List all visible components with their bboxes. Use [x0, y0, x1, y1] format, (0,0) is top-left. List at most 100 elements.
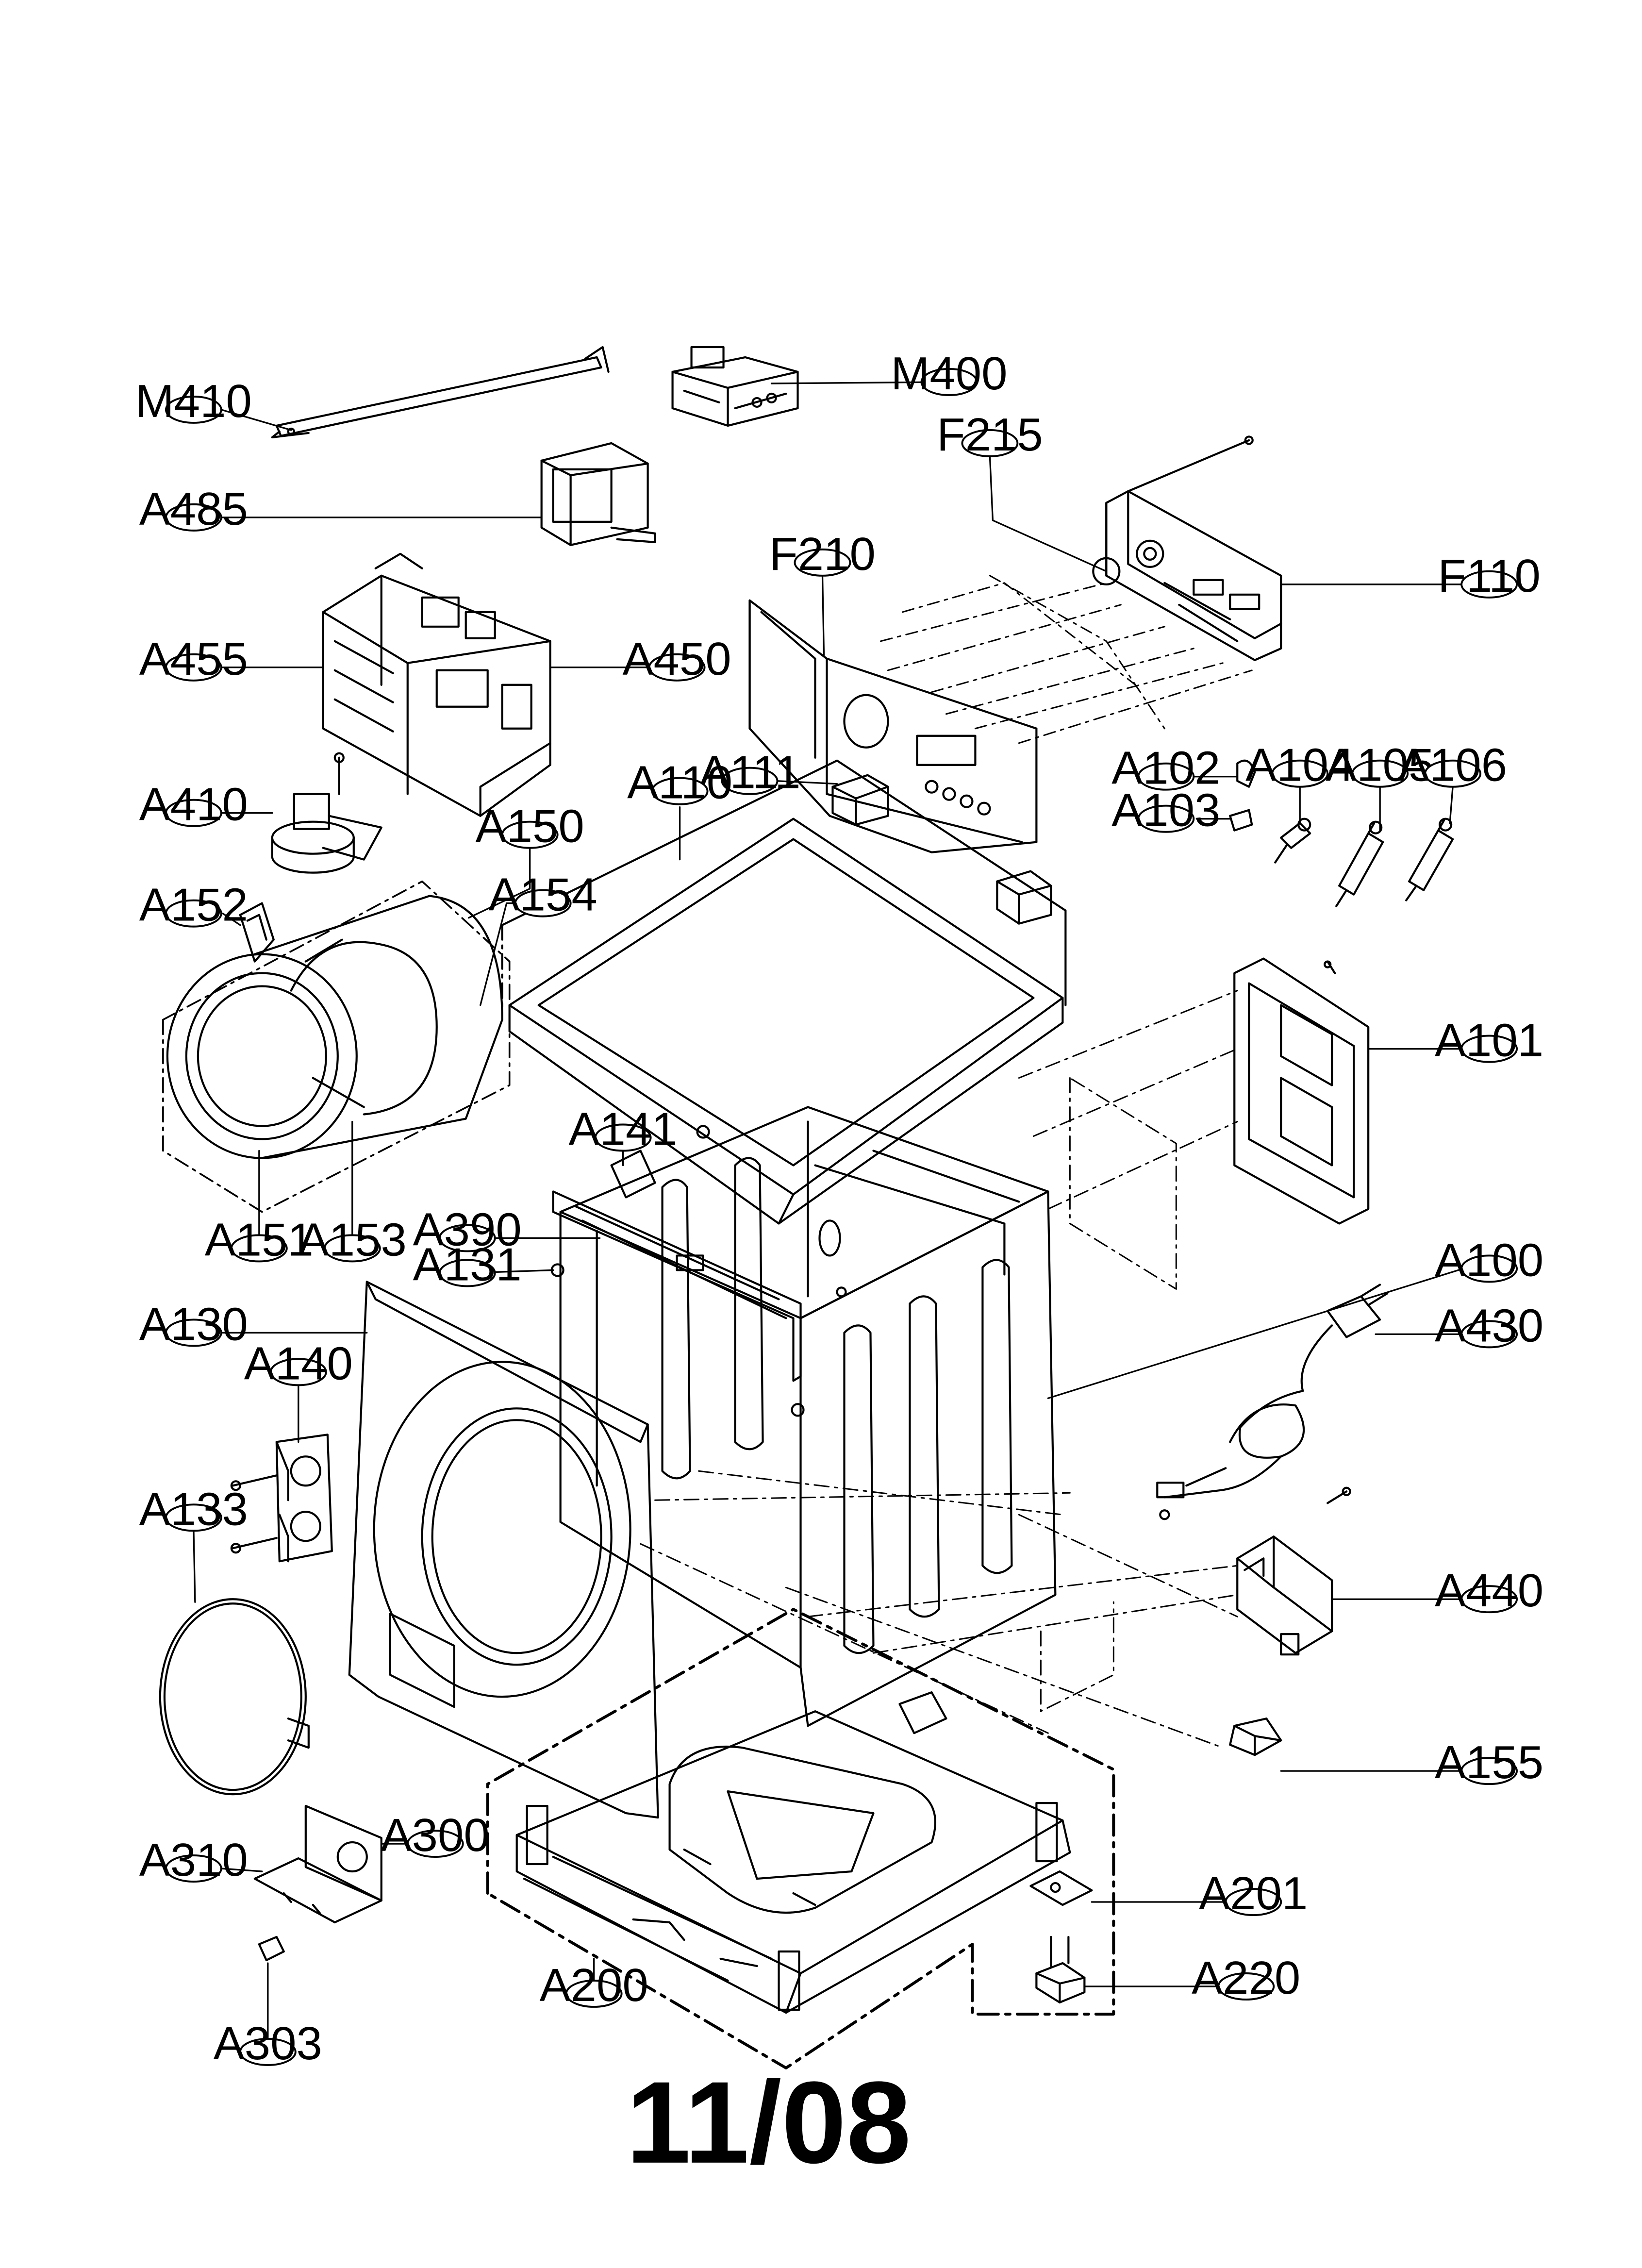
svg-text:A131: A131: [413, 1238, 522, 1290]
svg-text:A201: A201: [1199, 1868, 1308, 1919]
svg-text:A103: A103: [1111, 784, 1220, 836]
svg-text:A150: A150: [476, 800, 584, 852]
label-a303: A303: [214, 2018, 322, 2069]
svg-text:A154: A154: [489, 869, 597, 921]
svg-text:M410: M410: [135, 375, 252, 427]
label-a100: A100: [1435, 1234, 1543, 1286]
part-a140-door-hinge: [230, 1434, 333, 1563]
part-a100-cabinet: [559, 1106, 1057, 1727]
svg-text:A200: A200: [540, 1959, 648, 2011]
label-a153: A153: [298, 1214, 407, 1266]
label-a200: A200: [540, 1959, 648, 2011]
part-labels: M410 M400 A485 F215 F210 F110 A455 A450 …: [135, 348, 1543, 2069]
part-a390-front-bracket: [552, 1190, 802, 1382]
page-number: 11/08: [626, 2057, 911, 2187]
label-f210: F210: [769, 528, 876, 580]
label-a105: A105: [1326, 739, 1434, 791]
part-a105-damper: [1335, 820, 1384, 907]
part-a110-top-plate: [501, 759, 1067, 1225]
part-a102-a103-clips: [1229, 759, 1256, 832]
label-f215: F215: [937, 409, 1043, 461]
projection-lines-control: [879, 575, 1253, 744]
label-f110: F110: [1438, 550, 1541, 602]
part-a303-cap: [258, 1935, 285, 1962]
label-m400: M400: [891, 348, 1007, 400]
svg-text:F110: F110: [1438, 550, 1541, 602]
part-a104-damper: [1274, 817, 1311, 864]
svg-text:A300: A300: [381, 1809, 490, 1861]
svg-text:A100: A100: [1435, 1234, 1543, 1286]
label-a455: A455: [139, 633, 248, 685]
part-f210-control-panel: [748, 599, 1038, 853]
part-a111-hinge: [831, 774, 1052, 925]
part-f110-control-board: [1092, 435, 1282, 661]
svg-text:A155: A155: [1435, 1736, 1543, 1788]
svg-text:A130: A130: [139, 1298, 248, 1350]
label-a154: A154: [489, 869, 597, 921]
part-a152-latch: [239, 902, 275, 963]
svg-text:A310: A310: [139, 1834, 248, 1886]
projection-lines-rear: [1018, 990, 1238, 1290]
svg-text:A102: A102: [1111, 742, 1220, 794]
svg-text:A104: A104: [1245, 739, 1354, 791]
label-a131: A131: [413, 1238, 522, 1290]
svg-text:A455: A455: [139, 633, 248, 685]
label-a220: A220: [1192, 1952, 1300, 2004]
label-m410: M410: [135, 375, 252, 427]
part-a450-a455-pcb: [322, 552, 551, 817]
svg-text:A110: A110: [627, 757, 732, 809]
part-a106-damper: [1405, 817, 1454, 901]
svg-text:F210: F210: [769, 528, 876, 580]
part-a155-foot: [1229, 1718, 1282, 1756]
leader-lines: [193, 381, 1464, 2040]
label-a101: A101: [1435, 1015, 1543, 1067]
svg-text:A101: A101: [1435, 1015, 1543, 1067]
label-a155: A155: [1435, 1736, 1543, 1788]
part-a440-door-lock: [1236, 1486, 1351, 1656]
label-a410: A410: [139, 779, 248, 831]
label-a440: A440: [1435, 1565, 1543, 1617]
svg-text:F215: F215: [937, 409, 1043, 461]
label-a150: A150: [476, 800, 584, 852]
projection-lines-base: [640, 1470, 1238, 1749]
svg-text:A141: A141: [569, 1103, 678, 1155]
part-a410-motor: [271, 752, 382, 874]
label-a133: A133: [139, 1483, 248, 1535]
part-a201-bracket: [1029, 1870, 1093, 1906]
svg-text:A410: A410: [139, 779, 248, 831]
svg-text:A106: A106: [1398, 739, 1507, 791]
part-a130-front-panel: [348, 1281, 659, 1819]
part-a430-power-cord: [1156, 1284, 1389, 1520]
label-a310: A310: [139, 1834, 248, 1886]
svg-text:A430: A430: [1435, 1300, 1543, 1351]
svg-text:A485: A485: [139, 483, 248, 535]
label-a102: A102: [1111, 742, 1220, 794]
label-a106: A106: [1398, 739, 1507, 791]
part-m400-module: [671, 346, 799, 427]
svg-text:M400: M400: [891, 348, 1007, 400]
part-m410-bracket: [271, 346, 610, 439]
label-a390: A390: [413, 1203, 522, 1255]
label-a450: A450: [623, 633, 731, 685]
svg-text:A450: A450: [623, 633, 731, 685]
svg-text:A105: A105: [1326, 739, 1434, 791]
part-a141: [610, 1150, 656, 1199]
part-a133-clamp-ring: [159, 1598, 310, 1796]
part-a220-leveling-foot: [1035, 1935, 1086, 2004]
svg-text:A390: A390: [413, 1203, 522, 1255]
svg-text:A440: A440: [1435, 1565, 1543, 1617]
label-a201: A201: [1199, 1868, 1308, 1919]
part-a300-a310-filter-cover: [253, 1804, 382, 1924]
svg-text:A152: A152: [139, 879, 248, 931]
svg-text:A140: A140: [244, 1337, 353, 1389]
svg-text:A133: A133: [139, 1483, 248, 1535]
label-a152: A152: [139, 879, 248, 931]
a150-assembly-outline: [162, 880, 511, 1213]
part-a200-base: [515, 1691, 1071, 2014]
label-a141: A141: [569, 1103, 678, 1155]
label-a103: A103: [1111, 784, 1220, 836]
label-a130: A130: [139, 1298, 248, 1350]
part-a150-tub-front: [166, 895, 503, 1159]
label-a140: A140: [244, 1337, 353, 1389]
